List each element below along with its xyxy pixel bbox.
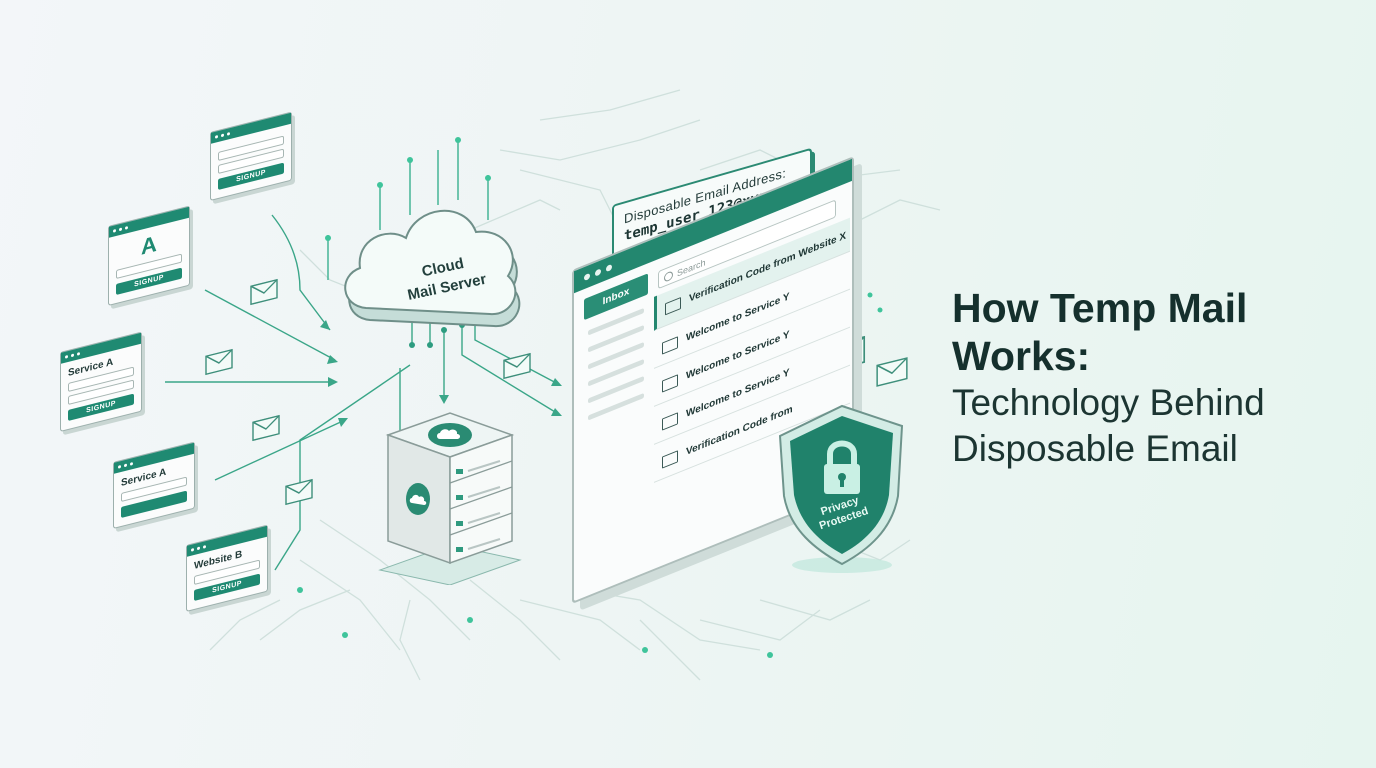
mail-icon bbox=[662, 449, 678, 469]
page-title: How Temp Mail Works: Technology Behind D… bbox=[952, 284, 1352, 472]
subtitle-line-2: Disposable Email bbox=[952, 428, 1238, 469]
mail-icon bbox=[665, 296, 681, 315]
subtitle-line-1: Technology Behind bbox=[952, 382, 1265, 423]
envelope-icon bbox=[876, 357, 908, 387]
mail-icon bbox=[662, 373, 678, 393]
mail-icon bbox=[662, 411, 678, 431]
envelope-icon bbox=[285, 478, 313, 506]
envelope-icon bbox=[503, 352, 531, 380]
envelope-icon bbox=[250, 278, 278, 306]
cloud-icon bbox=[344, 209, 521, 328]
mail-icon bbox=[662, 335, 678, 355]
title-line-2: Works: bbox=[952, 333, 1091, 379]
title-line-1: How Temp Mail bbox=[952, 285, 1248, 331]
envelope-icon bbox=[252, 414, 280, 442]
search-icon bbox=[664, 270, 673, 283]
inbox-sidebar: Inbox bbox=[584, 273, 648, 422]
server-rack bbox=[378, 412, 522, 585]
shield-icon bbox=[778, 404, 904, 573]
envelope-icon bbox=[205, 348, 233, 376]
